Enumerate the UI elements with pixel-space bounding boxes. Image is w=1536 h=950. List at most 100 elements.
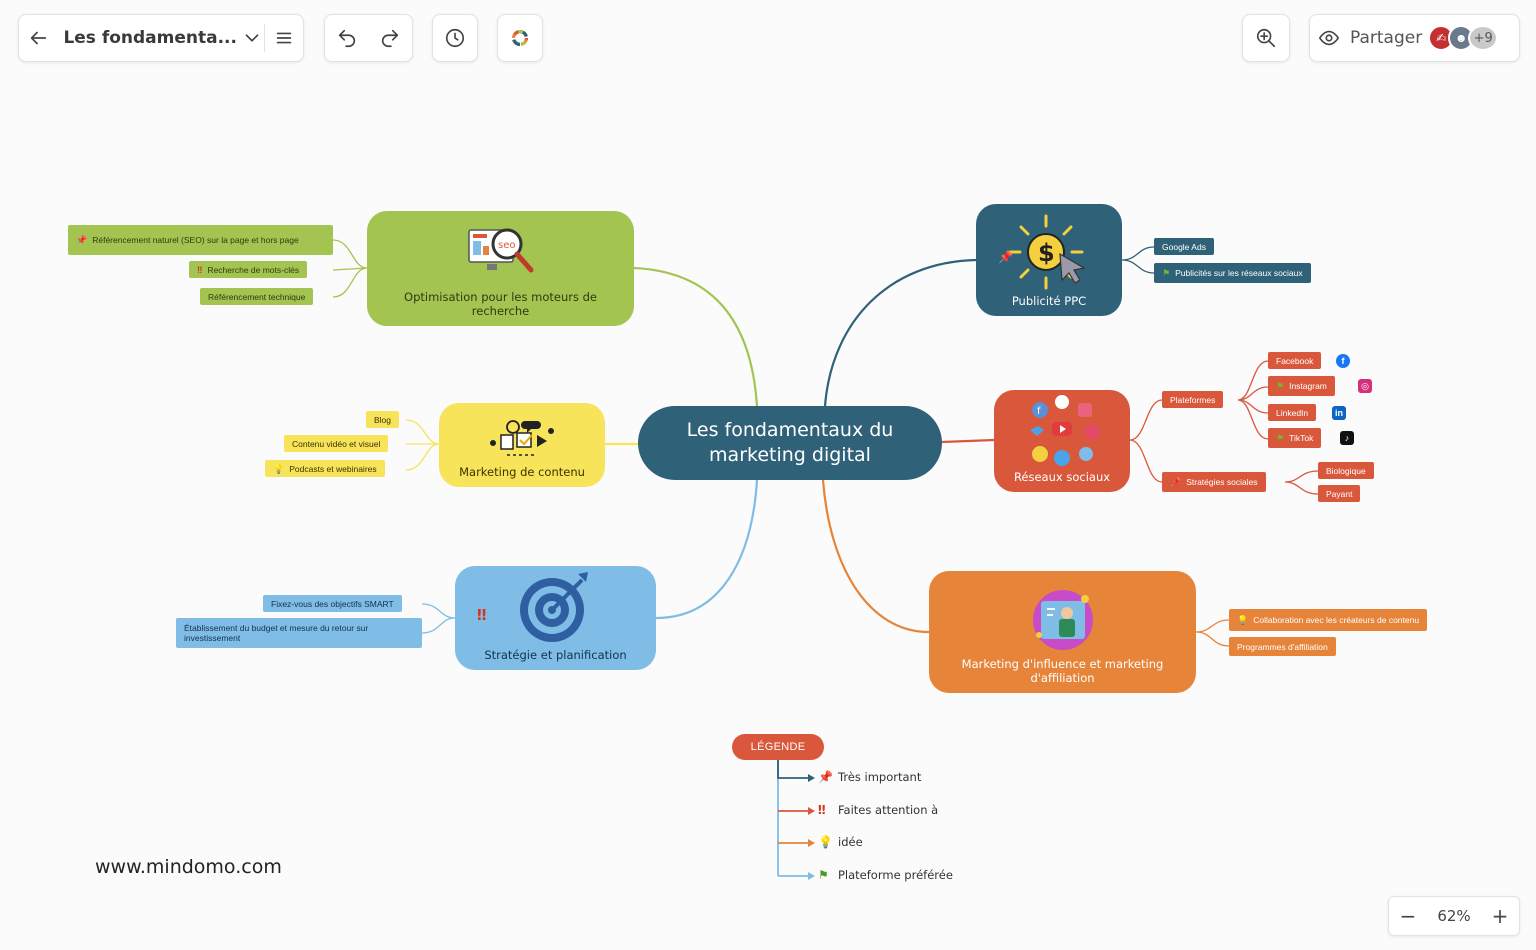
lightbulb-icon: 💡 bbox=[1237, 615, 1249, 625]
color-wheel-icon bbox=[511, 29, 529, 47]
flag-icon: ⚑ bbox=[818, 868, 829, 882]
zoom-level[interactable]: 62% bbox=[1437, 907, 1471, 925]
topic-ppc-label: Publicité PPC bbox=[1011, 294, 1087, 308]
pin-icon: 📌 bbox=[76, 235, 88, 245]
legend-title[interactable]: LÉGENDE bbox=[732, 734, 824, 760]
document-title[interactable]: Les fondamenta... bbox=[63, 28, 237, 48]
magnifier-icon bbox=[1256, 28, 1276, 48]
lightbulb-icon: 💡 bbox=[818, 835, 833, 849]
document-toolbar: Les fondamenta... bbox=[18, 14, 304, 62]
social-strategy-paid[interactable]: Payant bbox=[1318, 485, 1361, 502]
topic-influence-label: Marketing d'influence et marketing d'aff… bbox=[961, 657, 1164, 685]
influence-item-affiliation[interactable]: Programmes d'affiliation bbox=[1229, 637, 1336, 656]
zoom-search-button[interactable] bbox=[1243, 15, 1289, 61]
hamburger-icon bbox=[276, 32, 292, 44]
search-toolbar bbox=[1242, 14, 1290, 62]
lightbulb-icon: 💡 bbox=[273, 463, 285, 474]
topic-social[interactable]: f Réseaux sociaux bbox=[994, 390, 1130, 492]
topic-seo[interactable]: seo Optimisation pour les moteurs de rec… bbox=[367, 211, 634, 326]
strategy-item-budget[interactable]: Établissement du budget et mesure du ret… bbox=[176, 618, 422, 648]
watermark: www.mindomo.com bbox=[95, 856, 282, 878]
tiktok-icon: ♪ bbox=[1340, 431, 1354, 445]
linkedin-icon: in bbox=[1332, 406, 1346, 420]
content-item-podcasts[interactable]: 💡Podcasts et webinaires bbox=[265, 460, 385, 477]
menu-button[interactable] bbox=[265, 15, 303, 61]
platform-facebook[interactable]: Facebook bbox=[1268, 352, 1322, 369]
topic-strategy-label: Stratégie et planification bbox=[484, 648, 627, 662]
redo-icon bbox=[382, 29, 399, 48]
zoom-out-button[interactable]: − bbox=[1399, 904, 1417, 928]
content-item-video[interactable]: Contenu vidéo et visuel bbox=[284, 435, 389, 452]
platform-instagram[interactable]: ⚑Instagram bbox=[1268, 376, 1335, 396]
strategy-item-smart[interactable]: Fixez-vous des objectifs SMART bbox=[263, 595, 402, 612]
target-icon bbox=[519, 572, 588, 642]
collaborators-count[interactable]: +9 bbox=[1468, 25, 1499, 51]
topic-strategy[interactable]: ‼ Stratégie et planification bbox=[455, 566, 656, 670]
social-icons-cluster-icon: f bbox=[1030, 395, 1100, 466]
svg-text:seo: seo bbox=[498, 240, 515, 251]
social-strategy-organic[interactable]: Biologique bbox=[1318, 462, 1374, 479]
ppc-item-google-ads[interactable]: Google Ads bbox=[1154, 238, 1214, 255]
topic-social-label: Réseaux sociaux bbox=[1013, 470, 1111, 484]
back-button[interactable] bbox=[19, 15, 57, 61]
clock-icon bbox=[445, 28, 465, 48]
content-marketing-icon bbox=[490, 420, 554, 456]
content-item-blog[interactable]: Blog bbox=[366, 411, 400, 428]
theme-button[interactable] bbox=[498, 15, 542, 61]
flag-icon: ⚑ bbox=[1162, 268, 1171, 278]
pin-icon: 📌 bbox=[998, 250, 1013, 264]
exclamation-icon: ‼ bbox=[818, 803, 826, 817]
platform-linkedin[interactable]: LinkedIn bbox=[1268, 404, 1317, 421]
zoom-in-button[interactable]: + bbox=[1491, 904, 1509, 928]
topic-content[interactable]: Marketing de contenu bbox=[439, 403, 605, 487]
central-topic[interactable]: Les fondamentaux du marketing digital bbox=[638, 406, 942, 480]
topic-ppc[interactable]: 📌 $ Publicité PPC bbox=[976, 204, 1122, 316]
influence-item-creators[interactable]: 💡Collaboration avec les créateurs de con… bbox=[1229, 609, 1428, 631]
legend-item-important[interactable]: 📌Très important bbox=[818, 770, 922, 784]
topic-influence[interactable]: Marketing d'influence et marketing d'aff… bbox=[929, 571, 1196, 693]
history-button[interactable] bbox=[433, 15, 477, 61]
history-toolbar bbox=[324, 14, 413, 62]
redo-button[interactable] bbox=[369, 15, 413, 61]
legend-item-attention[interactable]: ‼Faites attention à bbox=[818, 803, 939, 817]
toolbar-divider bbox=[263, 24, 265, 52]
flag-icon: ⚑ bbox=[1276, 381, 1285, 391]
legend-item-idea[interactable]: 💡idée bbox=[818, 835, 863, 849]
social-group-platforms[interactable]: Plateformes bbox=[1162, 391, 1224, 408]
topic-seo-label: Optimisation pour les moteurs de recherc… bbox=[404, 290, 597, 318]
ppc-item-social-ads[interactable]: ⚑Publicités sur les réseaux sociaux bbox=[1154, 263, 1311, 283]
arrow-left-icon bbox=[30, 31, 47, 45]
pin-icon: 📌 bbox=[818, 770, 833, 784]
seo-item-technical[interactable]: Référencement technique bbox=[200, 288, 314, 305]
platform-tiktok[interactable]: ⚑TikTok bbox=[1268, 428, 1322, 448]
theme-toolbar bbox=[497, 14, 543, 62]
undo-icon bbox=[338, 29, 355, 48]
facebook-icon: f bbox=[1336, 354, 1350, 368]
zoom-control: − 62% + bbox=[1388, 896, 1520, 936]
instagram-icon: ◎ bbox=[1358, 379, 1372, 393]
flag-icon: ⚑ bbox=[1276, 433, 1285, 443]
seo-item-keywords[interactable]: ‼Recherche de mots-clés bbox=[189, 261, 308, 278]
seo-item-onpage[interactable]: 📌Référencement naturel (SEO) sur la page… bbox=[68, 225, 333, 255]
influencer-icon bbox=[1032, 590, 1093, 650]
pin-icon: 📌 bbox=[1170, 477, 1182, 487]
svg-text:f: f bbox=[1037, 406, 1041, 417]
dollar-click-icon: $ bbox=[1008, 214, 1086, 290]
undo-button[interactable] bbox=[325, 15, 369, 61]
history-panel-toolbar bbox=[432, 14, 478, 62]
seo-magnifier-icon: seo bbox=[467, 228, 533, 273]
exclamation-icon: ‼ bbox=[197, 264, 203, 275]
topic-content-label: Marketing de contenu bbox=[459, 465, 585, 479]
chevron-down-icon bbox=[246, 34, 259, 42]
share-button[interactable]: Partager bbox=[1350, 28, 1423, 48]
exclamation-icon: ‼ bbox=[477, 606, 487, 624]
preview-button[interactable] bbox=[1310, 15, 1348, 61]
social-group-strategies[interactable]: 📌Stratégies sociales bbox=[1162, 472, 1266, 492]
share-toolbar: Partager ✍ ☻ +9 bbox=[1309, 14, 1520, 62]
svg-text:$: $ bbox=[1038, 239, 1055, 267]
legend-item-preferred-platform[interactable]: ⚑Plateforme préférée bbox=[818, 868, 953, 882]
title-dropdown-button[interactable] bbox=[241, 15, 264, 61]
eye-icon bbox=[1318, 30, 1340, 46]
